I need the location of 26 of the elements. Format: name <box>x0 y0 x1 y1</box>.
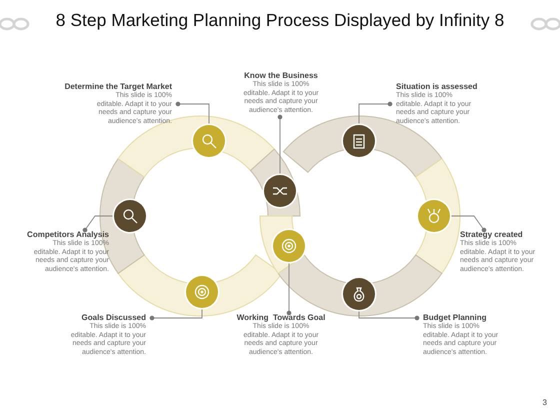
icon-circle <box>343 278 375 310</box>
step-heading: Strategy created <box>460 230 524 240</box>
leader-line <box>82 216 114 232</box>
icon-circle <box>193 125 225 157</box>
icon-circle <box>186 276 218 308</box>
step-heading: Working Towards Goal <box>236 313 326 322</box>
leader-line <box>358 102 392 126</box>
step-heading: Goals Discussed <box>80 313 146 322</box>
leader-line <box>176 102 210 126</box>
page-number: 3 <box>542 398 547 407</box>
leader-line <box>358 310 420 320</box>
leader-line <box>150 308 202 320</box>
step-heading: Determine the Target Market <box>64 82 172 92</box>
icon-circle <box>264 175 296 207</box>
step-heading: Situation is assessed <box>396 82 478 92</box>
step-heading: Know the Business <box>243 71 319 80</box>
leader-line <box>278 114 282 176</box>
step-heading: Budget Planning <box>423 313 488 322</box>
icon-circle <box>343 125 375 157</box>
icon-circle <box>418 200 450 232</box>
title: 8 Step Marketing Planning Process Displayed by Infinity 8 <box>54 10 506 31</box>
leader-line <box>286 262 292 316</box>
leader-line <box>450 216 486 232</box>
icon-circle <box>114 200 146 232</box>
icon-circle <box>273 230 305 262</box>
step-heading: Competitors Analysis <box>26 230 109 240</box>
